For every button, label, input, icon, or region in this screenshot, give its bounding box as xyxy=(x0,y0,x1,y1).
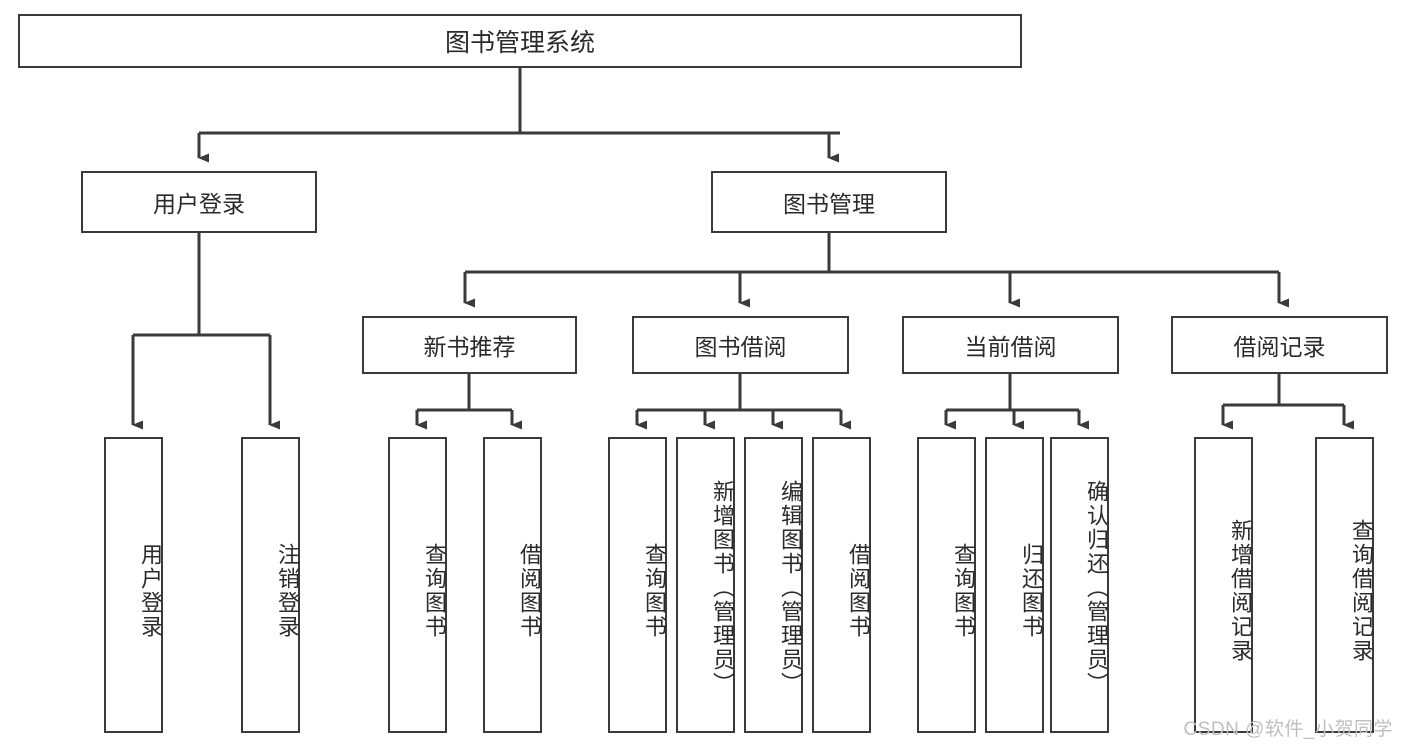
leaf-logout-login-label: 注销登录 xyxy=(275,543,300,639)
leaf-user-login-label: 用户登录 xyxy=(138,543,163,639)
node-book-management[interactable]: 图书管理 xyxy=(711,171,947,233)
leaf-add-book-label: 新增图书（管理员） xyxy=(710,480,735,696)
leaf-add-record[interactable]: 新增借阅记录 xyxy=(1194,437,1253,733)
leaf-borrow-book-2[interactable]: 借阅图书 xyxy=(812,437,871,733)
node-root-label: 图书管理系统 xyxy=(444,29,595,57)
leaf-user-login[interactable]: 用户登录 xyxy=(104,437,163,733)
leaf-query-record-label: 查询借阅记录 xyxy=(1349,519,1374,663)
leaf-add-book[interactable]: 新增图书（管理员） xyxy=(676,437,735,733)
leaf-logout-login[interactable]: 注销登录 xyxy=(241,437,300,733)
node-book-borrow-label: 图书借阅 xyxy=(694,334,787,360)
leaf-query-book-2-label: 查询图书 xyxy=(642,543,667,639)
node-book-management-label: 图书管理 xyxy=(783,191,875,217)
leaf-confirm-return[interactable]: 确认归还（管理员） xyxy=(1050,437,1109,733)
node-borrow-record[interactable]: 借阅记录 xyxy=(1171,316,1388,374)
leaf-query-book-1-label: 查询图书 xyxy=(422,543,447,639)
leaf-query-book-1[interactable]: 查询图书 xyxy=(388,437,447,733)
node-new-book-recommend-label: 新书推荐 xyxy=(423,334,516,360)
node-book-borrow[interactable]: 图书借阅 xyxy=(632,316,849,374)
leaf-edit-book-label: 编辑图书（管理员） xyxy=(778,480,803,696)
leaf-borrow-book-1[interactable]: 借阅图书 xyxy=(483,437,542,733)
leaf-query-book-2[interactable]: 查询图书 xyxy=(608,437,667,733)
leaf-query-book-3[interactable]: 查询图书 xyxy=(917,437,976,733)
leaf-add-record-label: 新增借阅记录 xyxy=(1228,519,1253,663)
leaf-return-book-label: 归还图书 xyxy=(1019,543,1044,639)
leaf-edit-book[interactable]: 编辑图书（管理员） xyxy=(744,437,803,733)
node-new-book-recommend[interactable]: 新书推荐 xyxy=(362,316,577,374)
node-current-borrow[interactable]: 当前借阅 xyxy=(902,316,1119,374)
node-user-login-label: 用户登录 xyxy=(153,191,245,217)
node-root[interactable]: 图书管理系统 xyxy=(18,14,1022,68)
leaf-return-book[interactable]: 归还图书 xyxy=(985,437,1044,733)
leaf-query-book-3-label: 查询图书 xyxy=(951,543,976,639)
leaf-confirm-return-label: 确认归还（管理员） xyxy=(1084,480,1109,696)
leaf-borrow-book-1-label: 借阅图书 xyxy=(517,543,542,639)
leaf-borrow-book-2-label: 借阅图书 xyxy=(846,543,871,639)
node-borrow-record-label: 借阅记录 xyxy=(1233,334,1326,360)
watermark: CSDN @软件_小贺同学 xyxy=(1183,719,1393,740)
leaf-query-record[interactable]: 查询借阅记录 xyxy=(1315,437,1374,733)
node-user-login[interactable]: 用户登录 xyxy=(81,171,317,233)
node-current-borrow-label: 当前借阅 xyxy=(964,334,1057,360)
